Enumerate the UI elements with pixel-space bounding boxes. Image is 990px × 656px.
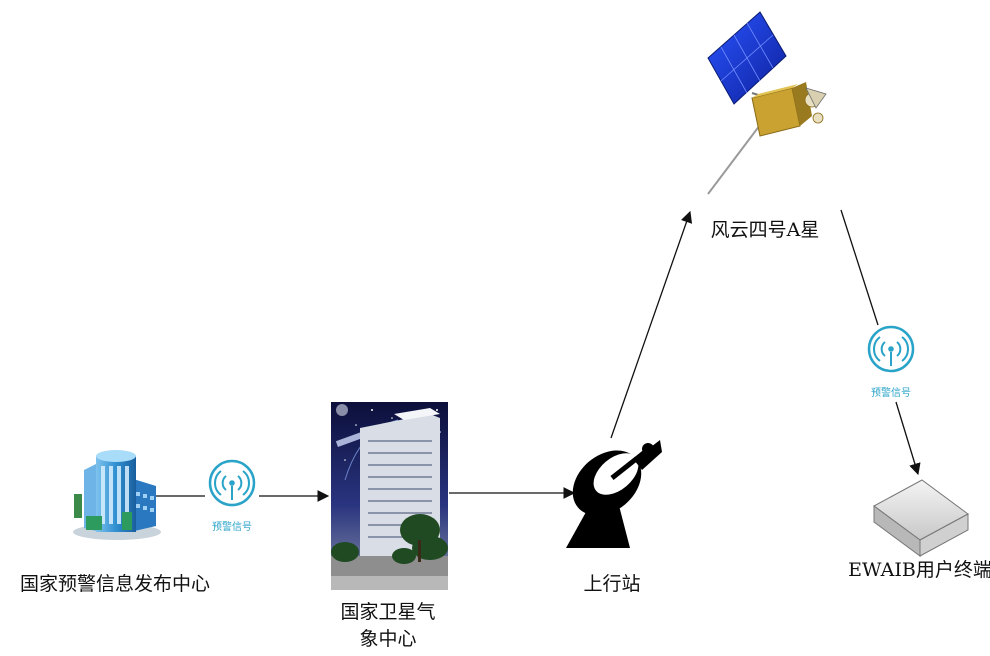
warning-center-label: 国家预警信息发布中心 <box>20 573 210 595</box>
warning-signal-label-right: 预警信号 <box>871 386 911 399</box>
meteo-center-label-line2: 象中心 <box>359 628 416 650</box>
meteo-center-label-line1: 国家卫星气 <box>340 601 435 623</box>
uplink-station-label: 上行站 <box>583 573 640 595</box>
satellite-dish-icon <box>566 440 662 548</box>
warning-signal-label-left: 预警信号 <box>212 520 252 533</box>
edge-satellite-to-signal <box>840 209 879 326</box>
warning-signal-icon-left <box>208 459 256 507</box>
user-terminal-label: EWAIB用户终端 <box>848 559 990 581</box>
warning-signal-icon-right <box>867 325 915 373</box>
satellite-label: 风云四号A星 <box>711 219 820 241</box>
edge-uplink-to-satellite <box>610 210 693 439</box>
terminal-device-icon <box>873 479 969 557</box>
meteo-center-image <box>331 402 448 590</box>
edge-signal-to-terminal <box>895 401 921 476</box>
building-icon <box>73 450 161 540</box>
satellite-icon <box>707 11 827 195</box>
